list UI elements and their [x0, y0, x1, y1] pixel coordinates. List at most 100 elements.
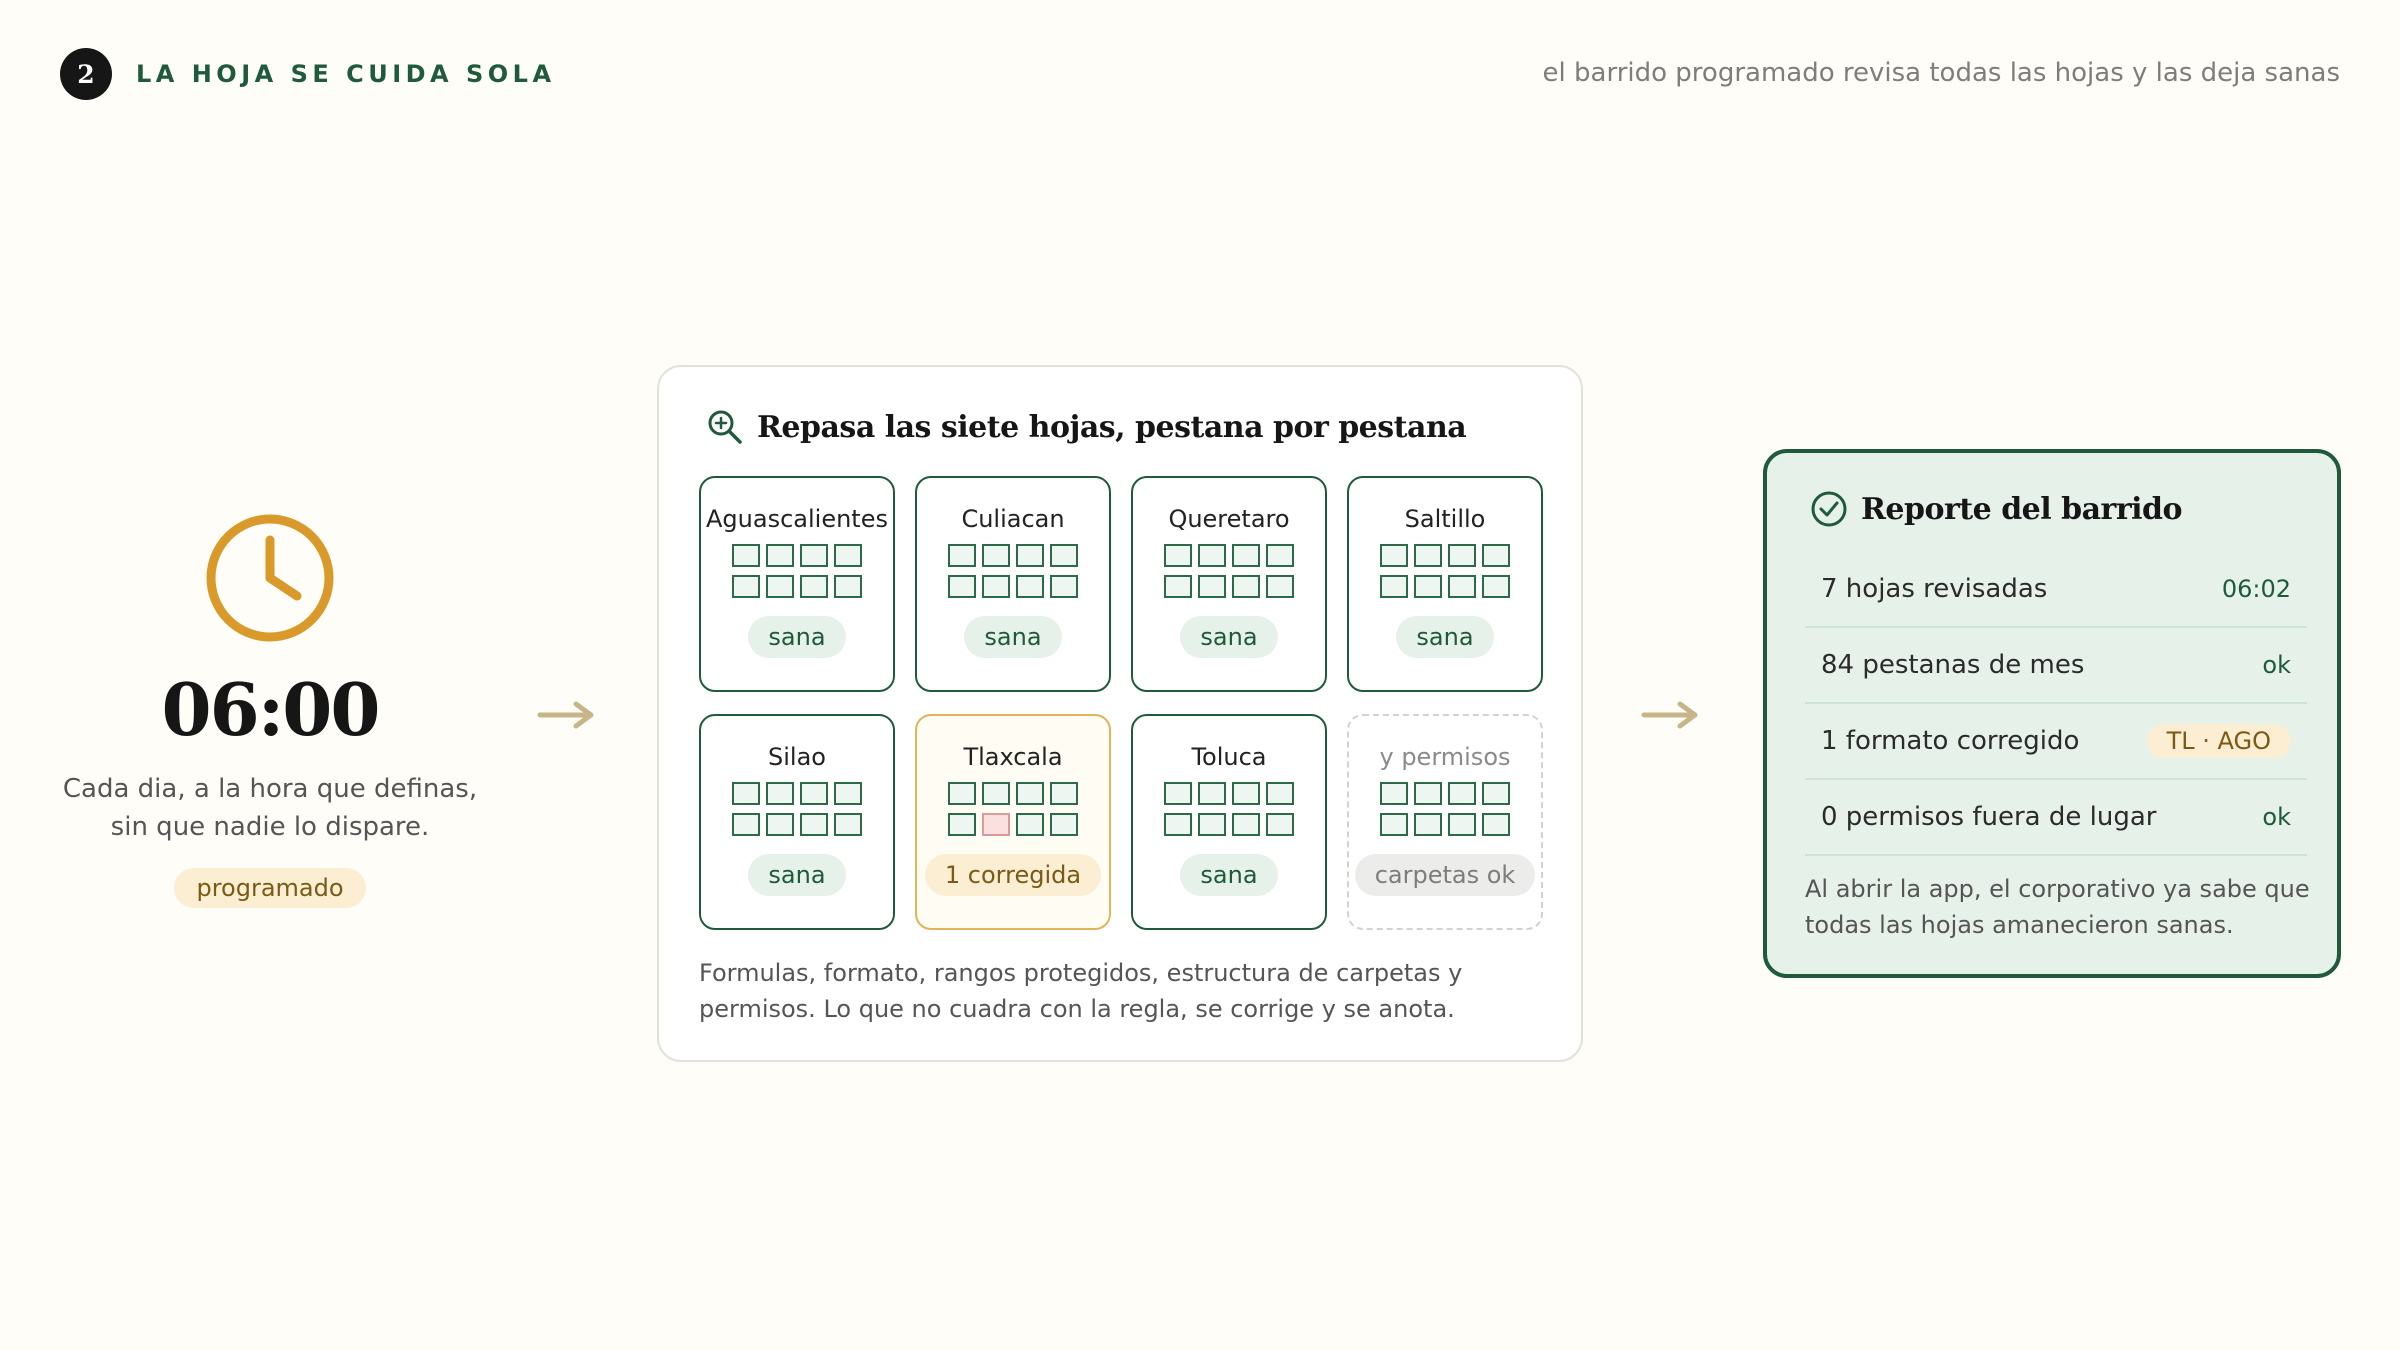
tab-cell [1050, 575, 1078, 598]
sheet-tabs-grid [948, 782, 1078, 836]
report-title-text: Reporte del barrido [1861, 491, 2183, 527]
tab-cell [1050, 782, 1078, 805]
schedule-line-2: sin que nadie lo dispare. [110, 812, 430, 842]
tab-cell [1164, 575, 1192, 598]
tab-cell [1164, 782, 1192, 805]
tab-cell [1482, 813, 1510, 836]
tab-cell [1232, 575, 1260, 598]
sheet-tabs-grid [1380, 544, 1510, 598]
tab-cell [1482, 575, 1510, 598]
tab-cell [1482, 782, 1510, 805]
report-row-value: ok [2262, 651, 2291, 679]
report-title: Reporte del barrido [1809, 489, 2183, 529]
schedule-block: 06:00 Cada dia, a la hora que definas, s… [40, 510, 500, 908]
report-row-label: 0 permisos fuera de lugar [1821, 802, 2157, 832]
tab-cell [1266, 813, 1294, 836]
sheet-name: Toluca [1191, 743, 1267, 771]
sheet-status-badge: sana [748, 616, 846, 658]
sweep-title-text: Repasa las siete hojas, pestana por pest… [757, 409, 1467, 445]
sheet-tabs-grid [1380, 782, 1510, 836]
sweep-footer-line-2: permisos. Lo que no cuadra con la regla,… [699, 995, 1455, 1023]
tab-cell [1232, 813, 1260, 836]
tab-cell [1482, 544, 1510, 567]
tab-cell [1050, 813, 1078, 836]
tab-cell [948, 813, 976, 836]
step-badge: 2 [60, 48, 112, 100]
tab-cell [1050, 544, 1078, 567]
sheet-name: Tlaxcala [963, 743, 1063, 771]
tab-cell [800, 544, 828, 567]
schedule-line-1: Cada dia, a la hora que definas, [62, 774, 478, 804]
tab-cell-corrected [982, 813, 1010, 836]
sheet-status-badge: carpetas ok [1354, 854, 1536, 896]
tab-cell [1164, 544, 1192, 567]
tab-cell [1198, 575, 1226, 598]
tab-cell [1266, 575, 1294, 598]
report-row: 1 formato corregido TL · AGO [1805, 704, 2307, 780]
sheet-status-badge: sana [1180, 616, 1278, 658]
tab-cell [1016, 575, 1044, 598]
tab-cell [1414, 782, 1442, 805]
sweep-panel: Repasa las siete hojas, pestana por pest… [657, 365, 1583, 1062]
sheet-tabs-grid [732, 782, 862, 836]
section-title: LA HOJA SE CUIDA SOLA [136, 60, 556, 88]
tab-cell [800, 813, 828, 836]
report-row-label: 7 hojas revisadas [1821, 574, 2048, 604]
tab-cell [948, 544, 976, 567]
schedule-description: Cada dia, a la hora que definas, sin que… [40, 770, 500, 846]
header: 2 LA HOJA SE CUIDA SOLA [60, 48, 556, 100]
tab-cell [834, 575, 862, 598]
sheet-tabs-grid [732, 544, 862, 598]
schedule-time: 06:00 [161, 667, 381, 752]
tab-cell [1198, 544, 1226, 567]
sweep-footer: Formulas, formato, rangos protegidos, es… [699, 955, 1539, 1027]
tab-cell [1380, 782, 1408, 805]
tab-cell [766, 813, 794, 836]
report-row-label: 1 formato corregido [1821, 726, 2080, 756]
report-footer-line-1: Al abrir la app, el corporativo ya sabe … [1805, 875, 2310, 903]
tab-cell [766, 782, 794, 805]
tab-cell [766, 544, 794, 567]
tab-cell [1448, 813, 1476, 836]
check-circle-icon [1811, 491, 1847, 527]
tab-cell [834, 544, 862, 567]
tab-cell [732, 782, 760, 805]
tab-cell [1448, 544, 1476, 567]
arrow-right-icon [1641, 701, 1698, 729]
sheet-tabs-grid [948, 544, 1078, 598]
tab-cell [1164, 813, 1192, 836]
sheet-status-badge: sana [748, 854, 846, 896]
report-row-label: 84 pestanas de mes [1821, 650, 2085, 680]
report-footer-line-2: todas las hojas amanecieron sanas. [1805, 911, 2234, 939]
tab-cell [982, 782, 1010, 805]
tab-cell [1016, 544, 1044, 567]
sheet-name: Silao [768, 743, 826, 771]
tab-cell [1198, 813, 1226, 836]
tab-cell [948, 782, 976, 805]
tab-cell [800, 575, 828, 598]
tab-cell [1198, 782, 1226, 805]
sheet-card: Toluca sana [1131, 714, 1327, 930]
tab-cell [732, 813, 760, 836]
report-row: 84 pestanas de mes ok [1805, 628, 2307, 704]
tab-cell [1414, 575, 1442, 598]
tab-cell [1232, 544, 1260, 567]
sheet-status-badge: sana [1396, 616, 1494, 658]
tab-cell [1448, 575, 1476, 598]
tab-cell [1232, 782, 1260, 805]
sheet-status-badge: sana [1180, 854, 1278, 896]
tab-cell [982, 575, 1010, 598]
sweep-footer-line-1: Formulas, formato, rangos protegidos, es… [699, 959, 1463, 987]
tab-cell [1414, 813, 1442, 836]
section-subtitle: el barrido programado revisa todas las h… [1542, 58, 2340, 88]
report-row-value: TL · AGO [2146, 724, 2291, 758]
tab-cell [834, 782, 862, 805]
sweep-title: Repasa las siete hojas, pestana por pest… [705, 407, 1467, 447]
sheet-name: Queretaro [1168, 505, 1290, 533]
